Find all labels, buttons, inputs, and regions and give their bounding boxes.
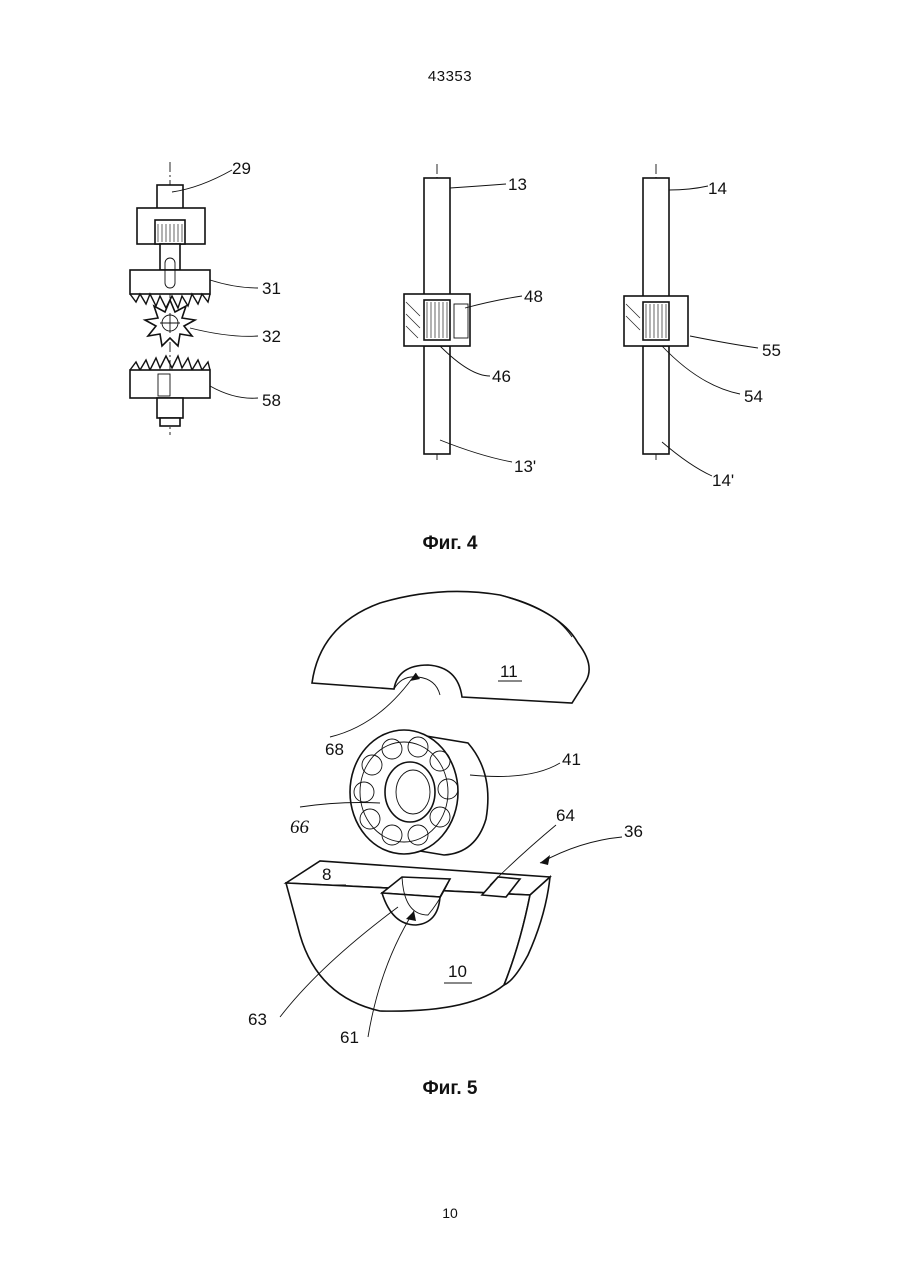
figure-5-caption: Фиг. 5 bbox=[0, 1078, 900, 1100]
figure-5-drawing: 11 68 41 66 8 10 bbox=[0, 585, 900, 1065]
label-54: 54 bbox=[744, 387, 763, 406]
label-10: 10 bbox=[448, 962, 467, 981]
label-29: 29 bbox=[232, 159, 251, 178]
gear-assembly: 29 31 32 58 bbox=[130, 159, 281, 435]
label-63: 63 bbox=[248, 1010, 267, 1029]
label-48: 48 bbox=[524, 287, 543, 306]
label-58: 58 bbox=[262, 391, 281, 410]
label-13: 13 bbox=[508, 175, 527, 194]
label-14-prime: 14' bbox=[712, 471, 734, 490]
label-31: 31 bbox=[262, 279, 281, 298]
page-number: 10 bbox=[0, 1205, 900, 1221]
label-13-prime: 13' bbox=[514, 457, 536, 476]
label-14: 14 bbox=[708, 179, 727, 198]
label-41: 41 bbox=[562, 750, 581, 769]
label-64: 64 bbox=[556, 806, 575, 825]
figure-4-caption: Фиг. 4 bbox=[0, 533, 900, 555]
figure-4-drawing: 29 31 32 58 13 48 46 13' bbox=[0, 150, 900, 510]
label-68: 68 bbox=[325, 740, 344, 759]
label-8: 8 bbox=[322, 865, 331, 884]
upper-housing: 11 68 bbox=[312, 591, 589, 759]
label-36: 36 bbox=[624, 822, 643, 841]
label-46: 46 bbox=[492, 367, 511, 386]
document-number: 43353 bbox=[0, 68, 900, 85]
shaft-assembly-14: 14 55 54 14' bbox=[624, 164, 781, 490]
label-66: 66 bbox=[290, 817, 310, 838]
label-11: 11 bbox=[500, 662, 518, 681]
label-55: 55 bbox=[762, 341, 781, 360]
label-32: 32 bbox=[262, 327, 281, 346]
shaft-assembly-13: 13 48 46 13' bbox=[404, 164, 543, 476]
label-61: 61 bbox=[340, 1028, 359, 1047]
